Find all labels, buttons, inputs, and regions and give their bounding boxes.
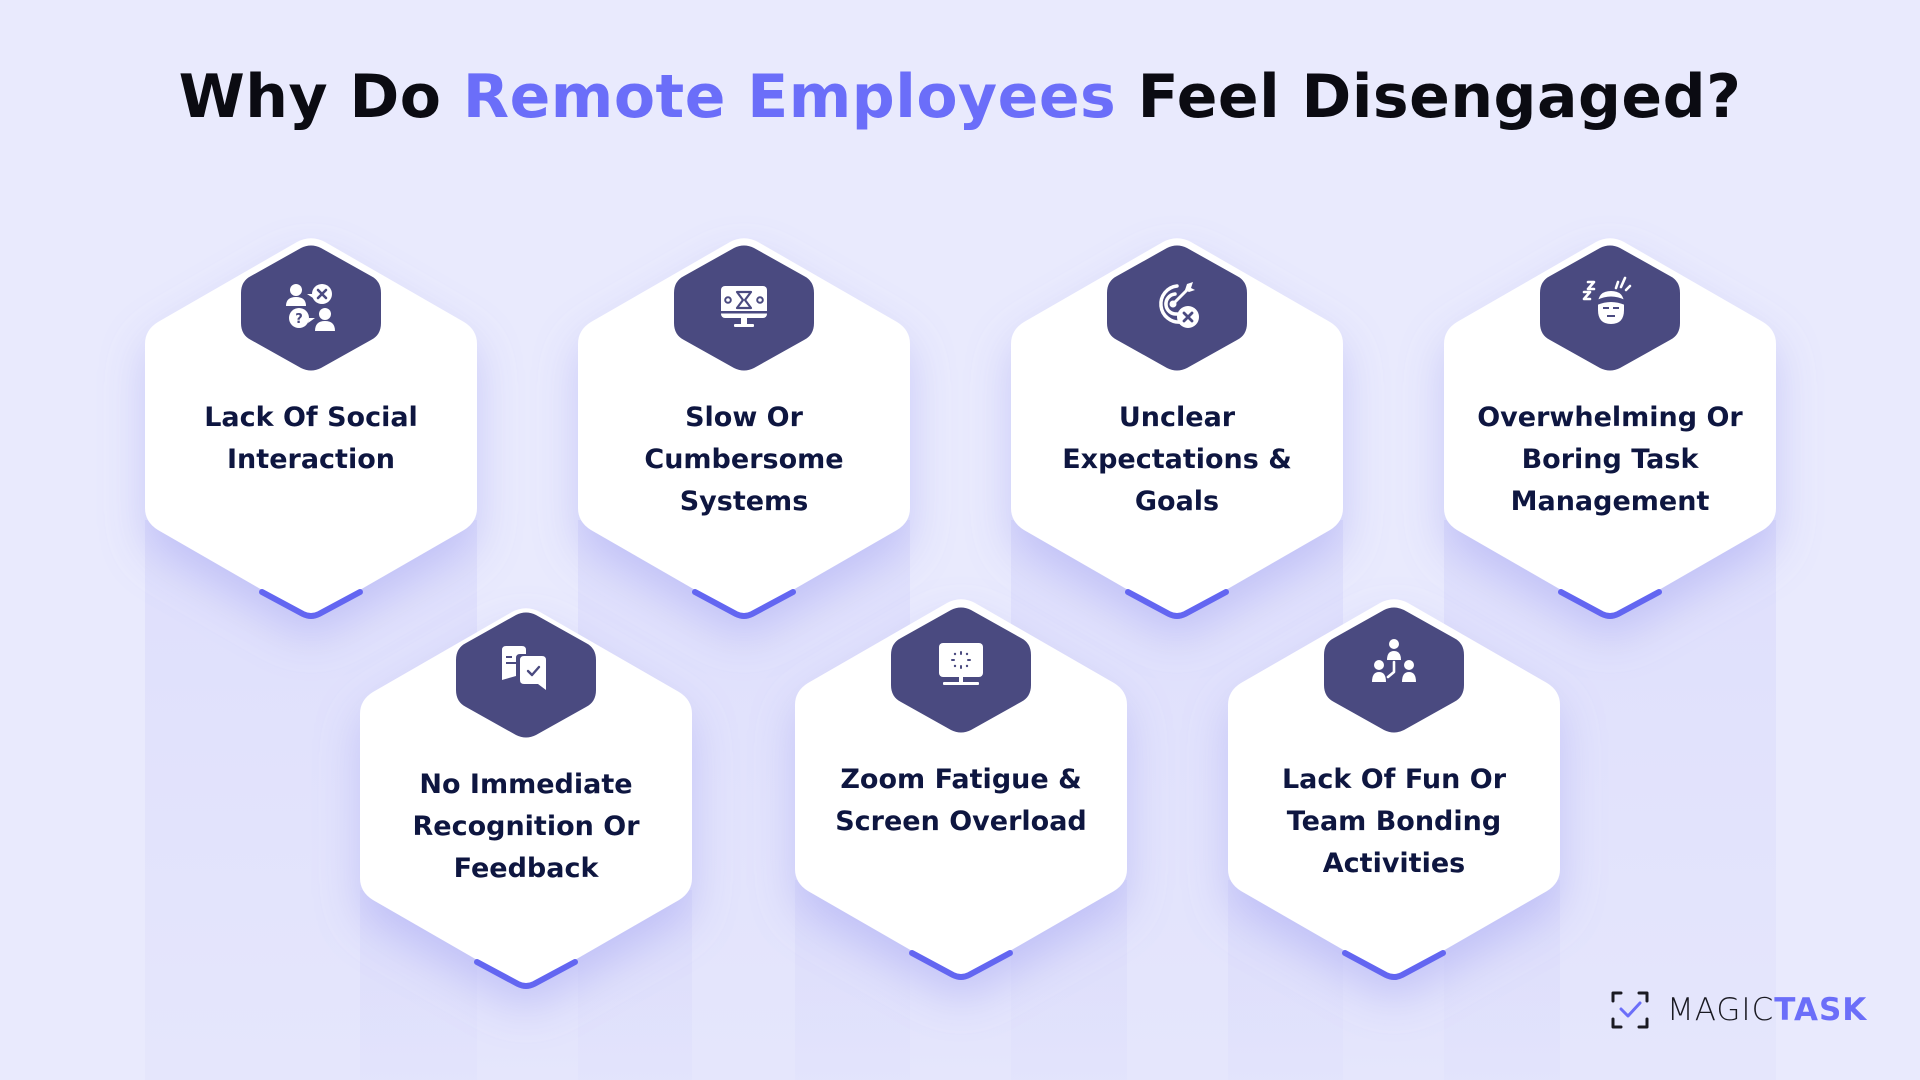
title-highlight: Remote Employees <box>462 62 1117 132</box>
card-label-4: Overwhelming Or Boring Task Management <box>1460 397 1760 523</box>
brand-word-bold: TASK <box>1774 992 1868 1028</box>
card-line: Management <box>1510 486 1710 517</box>
sleepy-overwhelmed-head-icon <box>1580 274 1640 334</box>
title-suffix: Feel Disengaged? <box>1116 62 1742 132</box>
card-line: Screen Overload <box>835 806 1087 837</box>
card-line: No Immediate <box>419 769 633 800</box>
card-line: Systems <box>679 486 809 517</box>
card-line: Boring Task <box>1521 444 1699 475</box>
card-line: Zoom Fatigue & <box>840 764 1082 795</box>
card-line: Unclear <box>1118 402 1236 433</box>
card-line: Team Bonding <box>1286 806 1502 837</box>
card-line: Activities <box>1322 848 1466 879</box>
card-line: Lack Of Social <box>204 402 418 433</box>
title-prefix: Why Do <box>178 62 463 132</box>
feedback-chat-icon <box>496 640 556 700</box>
card-line: Expectations & <box>1062 444 1292 475</box>
card-label-1: Lack Of Social Interaction <box>171 397 451 481</box>
social-interaction-icon: ? <box>281 278 341 338</box>
slow-computer-hourglass-icon <box>714 278 774 338</box>
target-miss-icon <box>1147 276 1207 336</box>
card-line: Goals <box>1134 486 1220 517</box>
card-line: Slow Or <box>685 402 803 433</box>
card-label-2: Slow Or Cumbersome Systems <box>604 397 884 523</box>
card-line: Overwhelming Or <box>1477 402 1743 433</box>
card-line: Feedback <box>453 853 599 884</box>
card-line: Cumbersome <box>644 444 844 475</box>
card-label-7: Lack Of Fun Or Team Bonding Activities <box>1244 759 1544 885</box>
brand-word-light: MAGIC <box>1667 992 1775 1028</box>
card-label-5: No Immediate Recognition Or Feedback <box>376 764 676 890</box>
svg-text:?: ? <box>295 312 303 327</box>
card-label-6: Zoom Fatigue & Screen Overload <box>806 759 1116 843</box>
page-title: Why Do Remote Employees Feel Disengaged? <box>0 62 1920 132</box>
brand-logo: MAGICTASK <box>1611 990 1867 1030</box>
card-label-3: Unclear Expectations & Goals <box>1037 397 1317 523</box>
card-line: Recognition Or <box>412 811 640 842</box>
monitor-loading-icon <box>931 636 991 696</box>
card-line: Interaction <box>227 444 395 475</box>
card-line: Lack Of Fun Or <box>1281 764 1507 795</box>
brand-wordmark: MAGICTASK <box>1667 992 1867 1028</box>
checkbox-frame-icon <box>1611 991 1649 1029</box>
team-network-icon <box>1364 634 1424 694</box>
